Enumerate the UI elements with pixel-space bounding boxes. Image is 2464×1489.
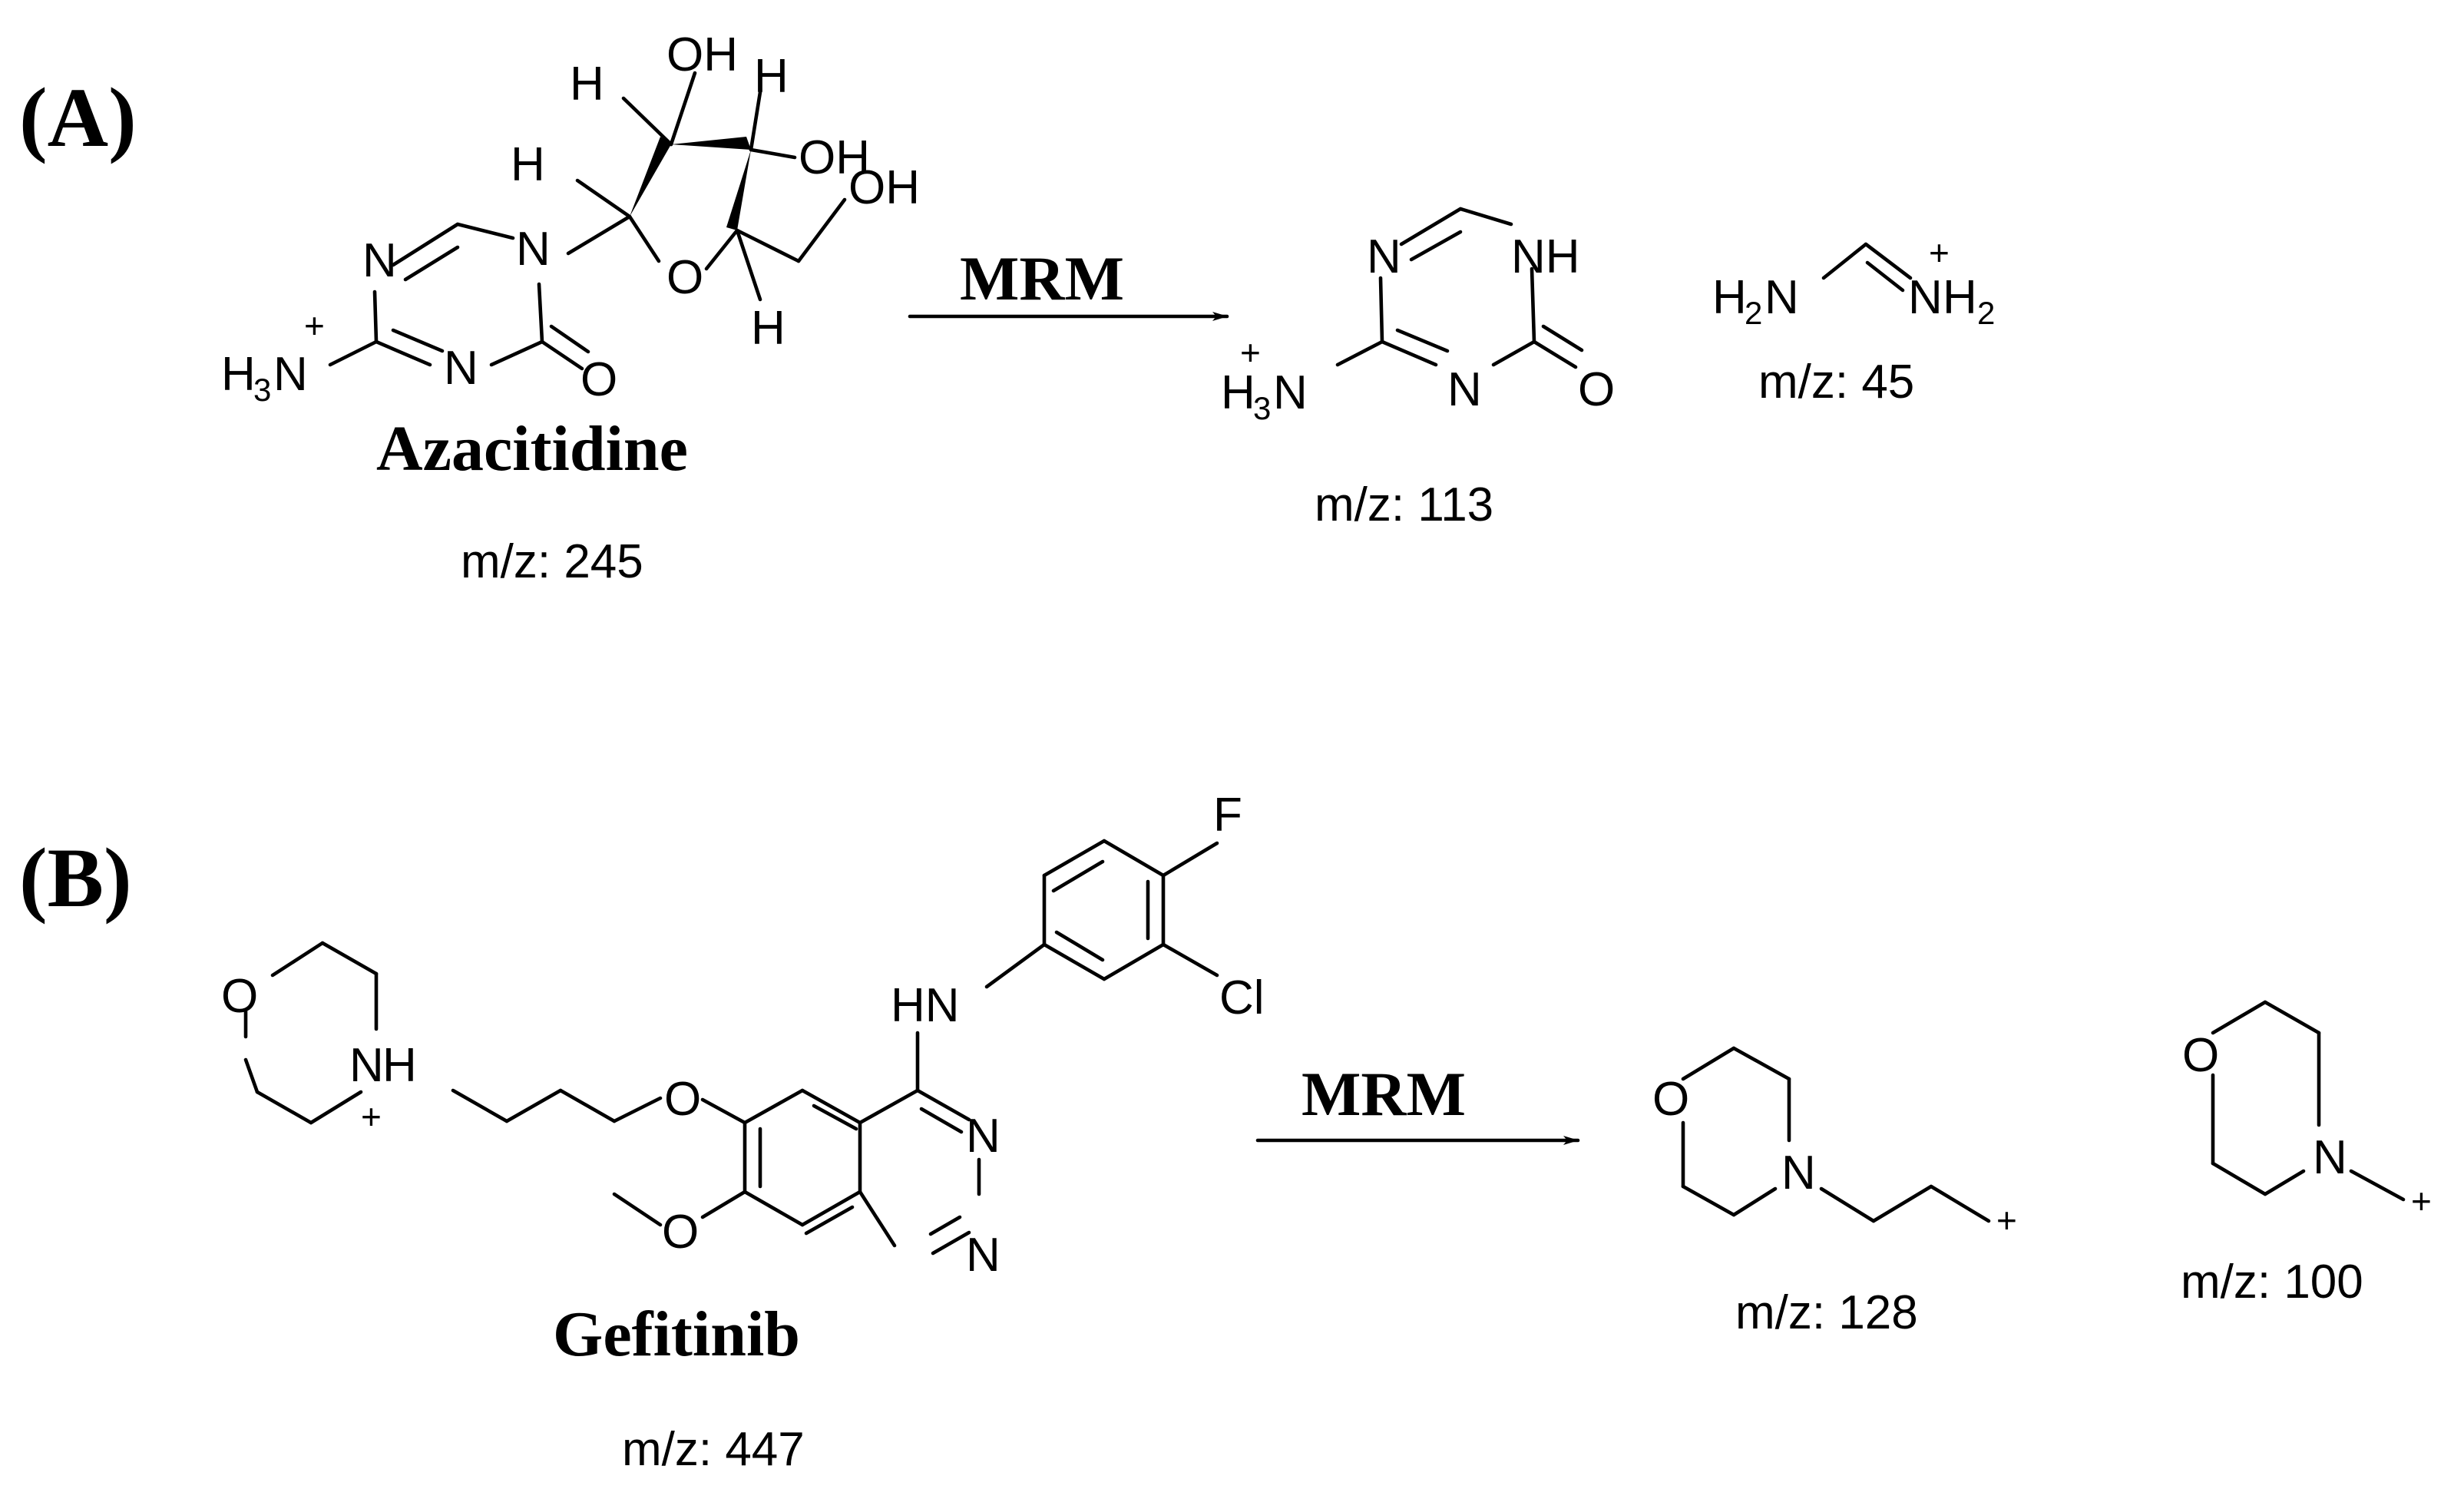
atom-f: F: [1213, 789, 1242, 842]
fragment-structure-45: H 2 N N H 2 +: [1712, 233, 1995, 331]
atom-n: N: [2313, 1131, 2347, 1184]
atom-o: O: [1578, 363, 1615, 416]
atom-n: N: [1781, 1147, 1816, 1199]
atom-h: H: [221, 348, 256, 401]
subscript: 2: [1977, 295, 1995, 331]
atom-n: N: [966, 1110, 1000, 1163]
atom-hn: HN: [891, 979, 960, 1032]
parent-mz: m/z: 447: [622, 1423, 805, 1476]
atom-o: O: [662, 1206, 699, 1259]
atom-n: N: [362, 234, 397, 287]
subscript: 3: [253, 372, 271, 408]
positive-charge: +: [1996, 1200, 2017, 1240]
fragment-mz: m/z: 128: [1735, 1286, 1918, 1339]
atom-n: N: [1908, 271, 1943, 324]
panel-b: (B): [19, 789, 2432, 1476]
atom-h: H: [1221, 366, 1255, 419]
atom-o: O: [666, 251, 703, 304]
atom-h: H: [570, 58, 604, 111]
atom-o: O: [2182, 1029, 2219, 1082]
atom-h: H: [751, 302, 786, 355]
atom-oh: OH: [799, 131, 870, 184]
fragment-mz: m/z: 45: [1758, 356, 1914, 409]
positive-charge: +: [304, 306, 325, 346]
atom-o: O: [664, 1073, 701, 1126]
fragment-structure-100: O N +: [2182, 1000, 2432, 1221]
atom-h: H: [511, 138, 545, 191]
fragment-structure-113: N NH N O H 3 N +: [1221, 207, 1615, 426]
positive-charge: +: [1240, 333, 1261, 372]
parent-mz: m/z: 245: [461, 535, 643, 588]
atom-n: N: [349, 1039, 384, 1092]
subscript: 3: [1253, 390, 1271, 426]
atom-n: N: [1273, 366, 1308, 419]
atom-o: O: [1652, 1073, 1689, 1126]
panel-b-label: (B): [19, 831, 132, 925]
atom-n: N: [966, 1229, 1000, 1282]
atom-cl: Cl: [1219, 971, 1265, 1024]
atom-h: H: [382, 1039, 417, 1092]
atom-h: H: [1712, 271, 1747, 324]
arrow-label: MRM: [1301, 1059, 1466, 1129]
atom-n: N: [444, 342, 478, 395]
positive-charge: +: [1929, 233, 1950, 273]
parent-name: Azacitidine: [376, 413, 688, 485]
atom-h: H: [1943, 271, 1977, 324]
positive-charge: +: [2411, 1181, 2432, 1221]
atom-h: H: [754, 50, 789, 103]
atom-n: N: [1764, 271, 1799, 324]
azacitidine-structure: N N N O O OH OH OH H H H H H 3 N +: [221, 28, 920, 408]
panel-a-label: (A): [19, 71, 137, 164]
positive-charge: +: [361, 1097, 382, 1137]
arrow-label: MRM: [960, 243, 1124, 313]
subscript: 2: [1745, 295, 1762, 331]
parent-name: Gefitinib: [553, 1299, 800, 1370]
atom-oh: OH: [848, 161, 920, 214]
atom-n: N: [1447, 363, 1482, 416]
atom-o: O: [580, 353, 617, 406]
gefitinib-structure: O N H + O N N O HN F Cl: [221, 789, 1265, 1282]
atom-nh: NH: [1511, 230, 1580, 283]
atom-o: O: [221, 970, 258, 1023]
atom-n: N: [273, 348, 308, 401]
atom-n: N: [1367, 230, 1401, 283]
panel-a: (A): [19, 28, 1995, 588]
fragment-mz: m/z: 113: [1315, 478, 1493, 531]
atom-n: N: [516, 223, 551, 276]
atom-oh: OH: [666, 28, 738, 81]
fragment-structure-128: O N +: [1652, 1046, 2017, 1240]
fragment-mz: m/z: 100: [2181, 1256, 2363, 1309]
